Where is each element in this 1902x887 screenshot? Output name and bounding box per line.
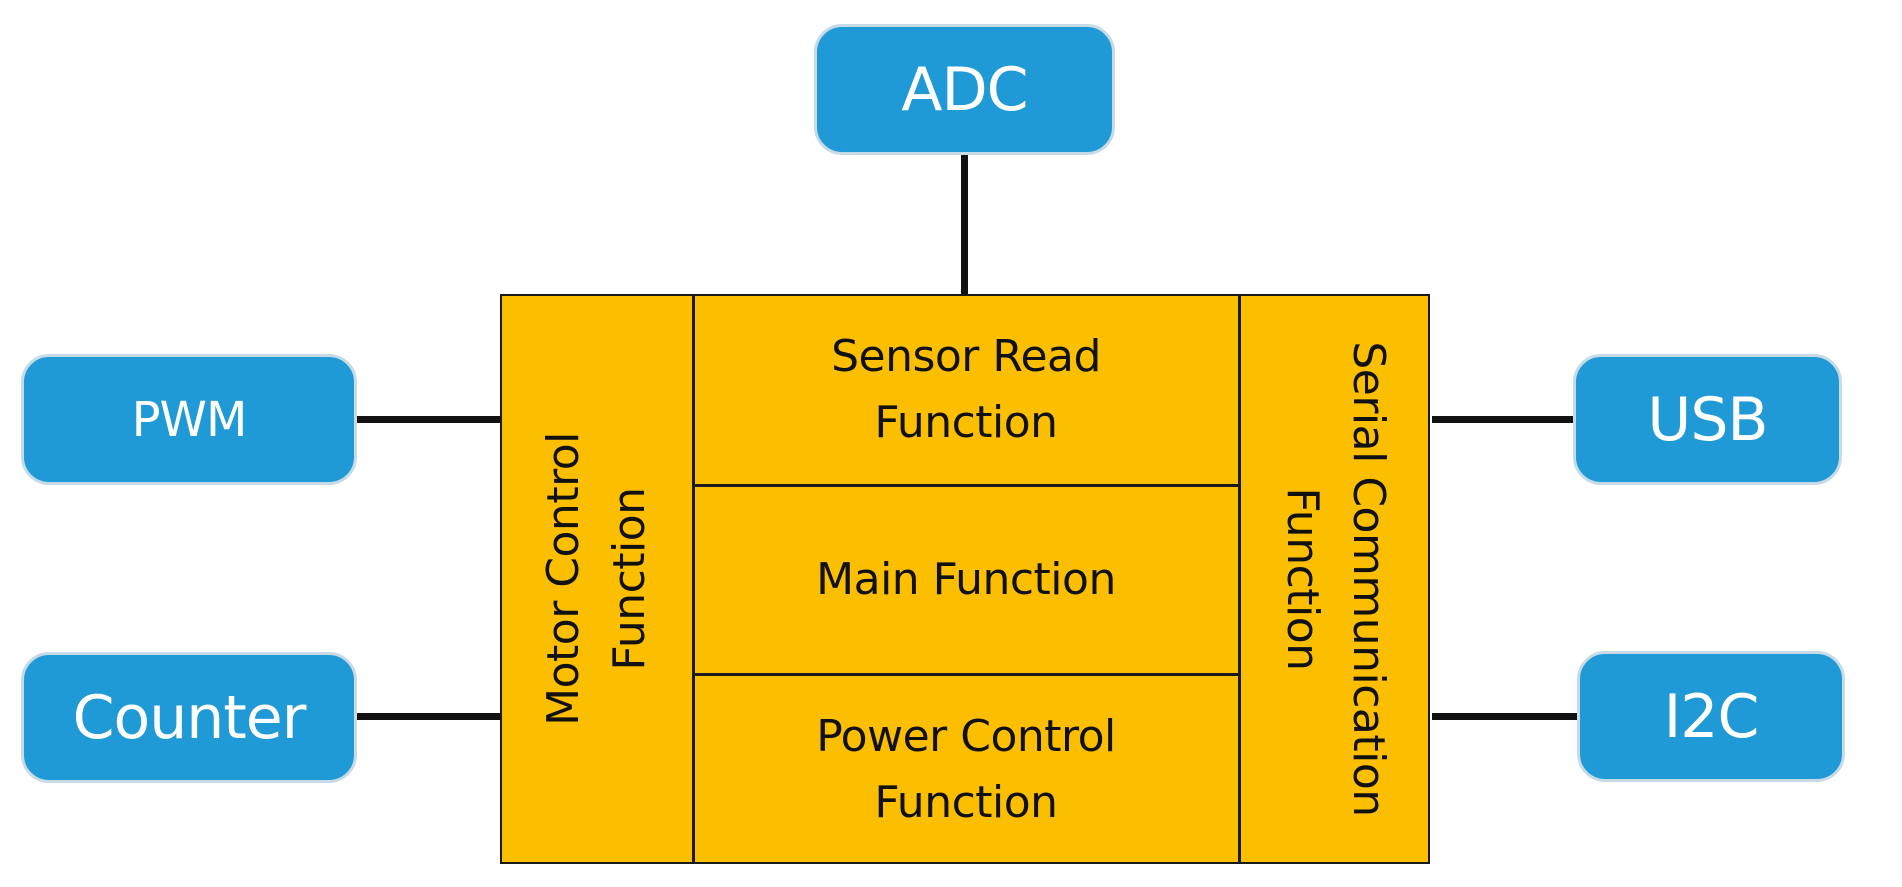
serial-communication-function-label: Serial Communication Function <box>1277 341 1394 817</box>
motor-control-function: Motor Control Function <box>504 301 690 857</box>
motor-control-function-label: Motor Control Function <box>538 432 655 726</box>
usb-label: USB <box>1647 384 1768 455</box>
counter-box: Counter <box>21 652 357 783</box>
connector-usb <box>1432 416 1576 423</box>
divider-upper <box>694 484 1238 487</box>
pwm-box: PWM <box>21 354 357 485</box>
pwm-label: PWM <box>131 391 248 448</box>
main-function-label: Main Function <box>816 553 1116 605</box>
sensor-read-function: Sensor Read Function <box>694 296 1238 484</box>
adc-label: ADC <box>901 54 1028 125</box>
i2c-box: I2C <box>1577 651 1845 782</box>
main-function: Main Function <box>694 486 1238 673</box>
i2c-label: I2C <box>1663 681 1760 752</box>
connector-i2c <box>1432 713 1580 720</box>
sensor-read-function-label: Sensor Read Function <box>831 331 1101 448</box>
connector-counter <box>352 713 504 720</box>
firmware-block: Sensor Read Function Main Function Power… <box>500 294 1430 864</box>
connector-adc <box>961 155 968 296</box>
power-control-function-label: Power Control Function <box>816 710 1116 828</box>
divider-lower <box>694 673 1238 676</box>
counter-label: Counter <box>72 682 307 753</box>
divider-right <box>1238 296 1241 862</box>
adc-box: ADC <box>814 24 1115 155</box>
connector-pwm <box>352 416 504 423</box>
power-control-function: Power Control Function <box>694 675 1238 864</box>
serial-communication-function: Serial Communication Function <box>1242 301 1428 857</box>
divider-left <box>692 296 695 862</box>
usb-box: USB <box>1573 354 1842 485</box>
